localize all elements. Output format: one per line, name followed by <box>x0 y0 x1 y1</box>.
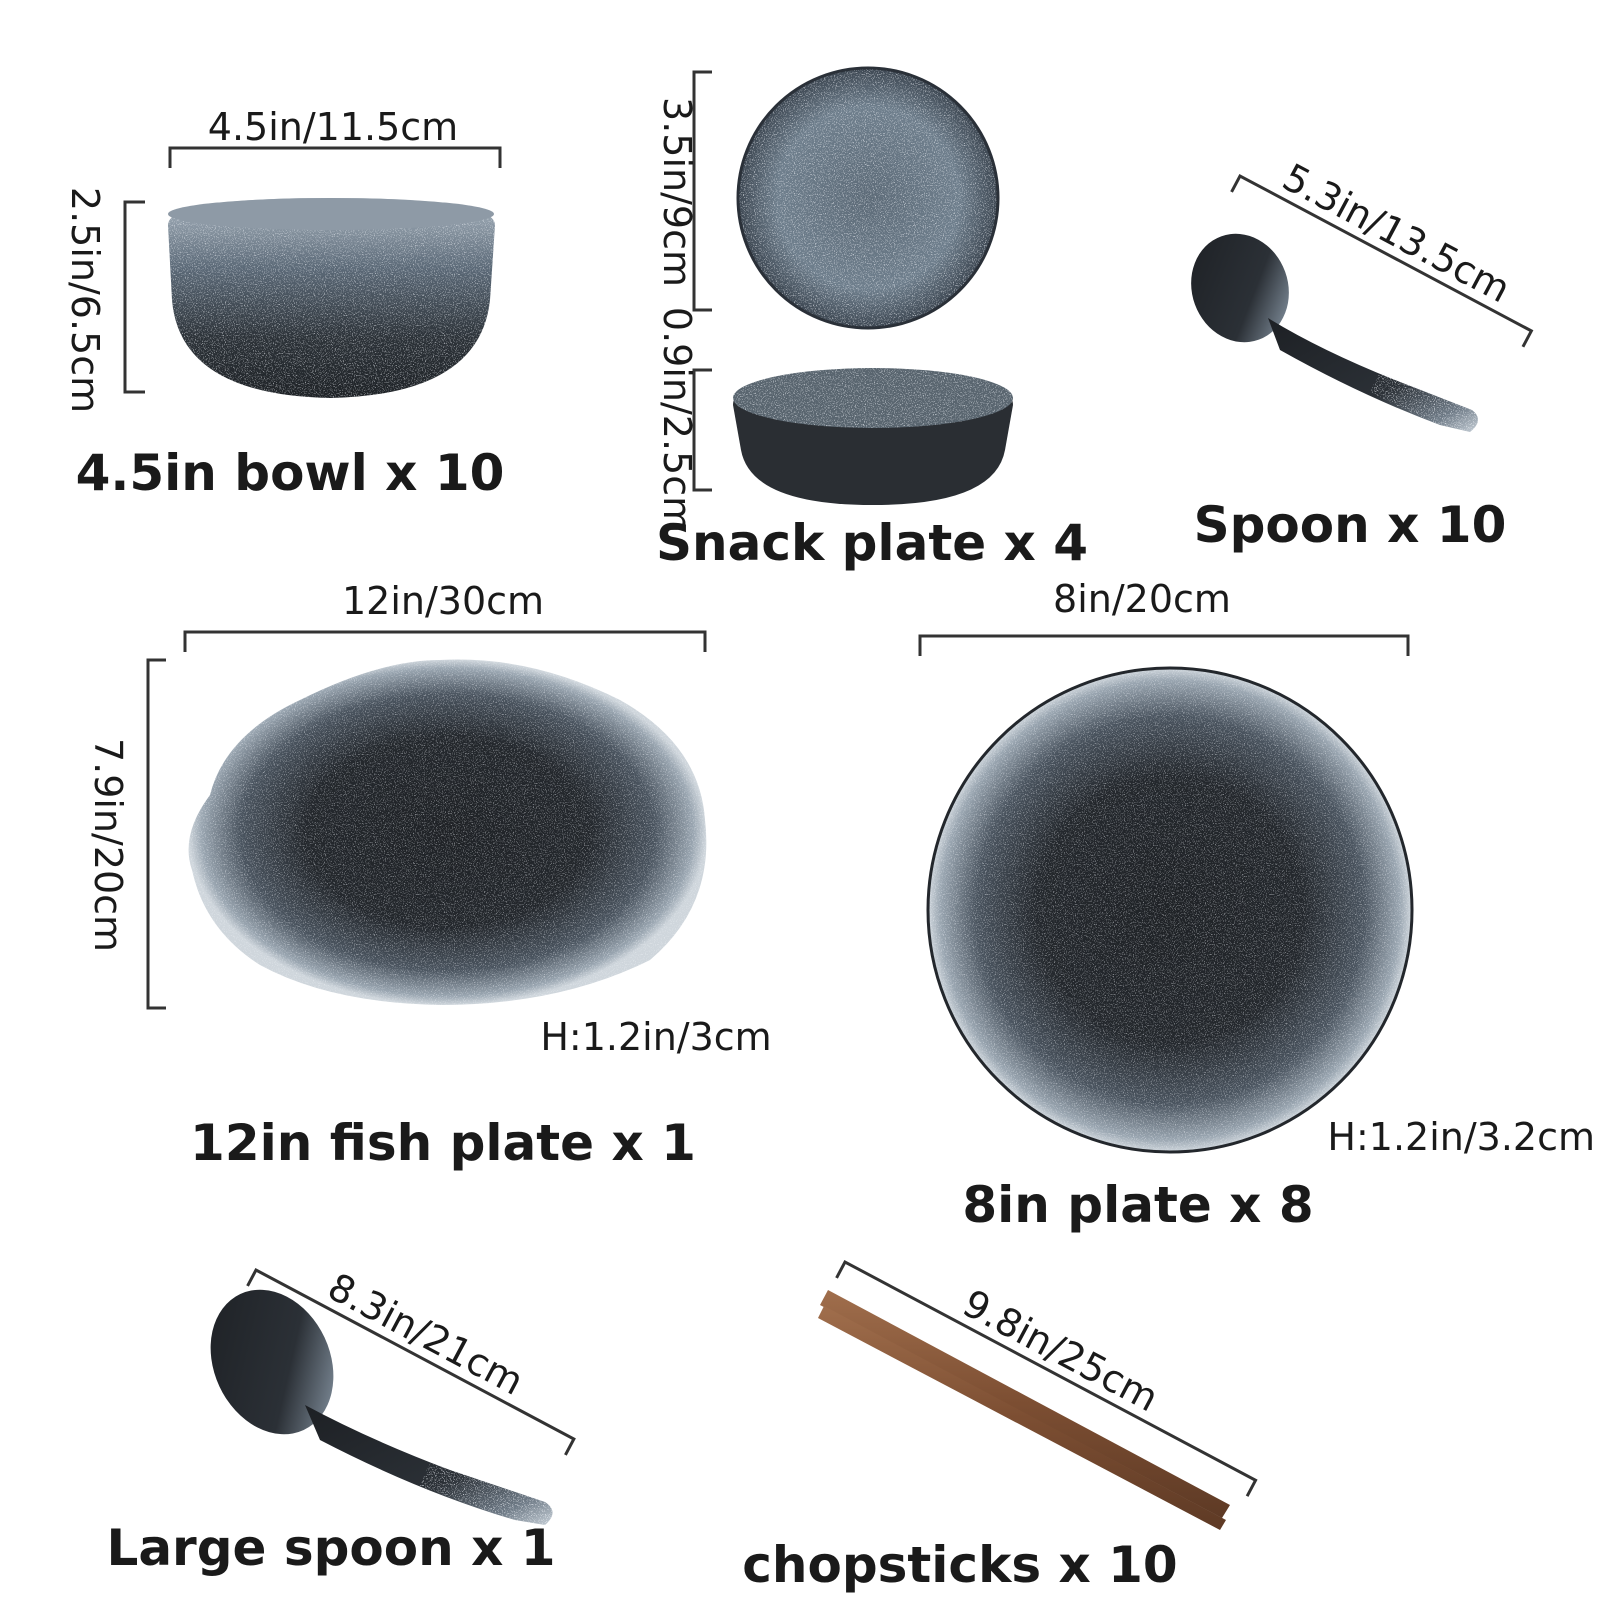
chopsticks-group: 9.8in/25cm chopsticks x 10 <box>742 1259 1258 1594</box>
fish-plate-width-bracket <box>183 630 707 652</box>
fish-plate-group: 12in/30cm 7.9in/20cm H:1.2in/3cm 12in fi… <box>86 579 772 1172</box>
snack-plate-diameter-bracket <box>692 70 712 312</box>
bowl-width-bracket <box>168 146 502 168</box>
spoon-length-bracket <box>1230 173 1534 348</box>
plate-diameter-bracket <box>918 634 1410 656</box>
snack-plate-height-bracket <box>692 368 712 492</box>
bowl-width-label: 4.5in/11.5cm <box>208 105 458 149</box>
bowl-group: 4.5in/11.5cm 2.5in/6.5cm 4.5in bowl x 10 <box>63 105 504 502</box>
spoon-image <box>1191 233 1479 432</box>
plate-height-label: H:1.2in/3.2cm <box>1327 1115 1595 1159</box>
bowl-label: 4.5in bowl x 10 <box>76 444 505 502</box>
chopsticks-label: chopsticks x 10 <box>742 1536 1177 1594</box>
spoon-label: Spoon x 10 <box>1194 496 1507 554</box>
chopsticks-length-bracket <box>835 1259 1258 1497</box>
large-spoon-group: 8.3in/21cm Large spoon x 1 <box>106 1265 576 1577</box>
snack-plate-diameter-label: 3.5in/9cm <box>655 97 699 287</box>
fish-plate-length-label: 7.9in/20cm <box>86 738 130 952</box>
fish-plate-height-label: H:1.2in/3cm <box>540 1015 771 1059</box>
spoon-group: 5.3in/13.5cm Spoon x 10 <box>1191 155 1534 554</box>
spoon-length-label: 5.3in/13.5cm <box>1276 155 1518 311</box>
snack-plate-height-label: 0.9in/2.5cm <box>655 307 699 533</box>
bowl-height-bracket <box>123 200 145 394</box>
snack-plate-group: 3.5in/9cm 0.9in/2.5cm Snack plate x 4 <box>655 66 1088 572</box>
chopsticks-image <box>818 1290 1230 1530</box>
snack-plate-label: Snack plate x 4 <box>656 514 1088 572</box>
bowl-image <box>168 198 495 398</box>
large-spoon-length-label: 8.3in/21cm <box>321 1265 531 1404</box>
snack-plate-side-image <box>733 368 1013 505</box>
large-spoon-image <box>210 1289 553 1525</box>
plate-group: 8in/20cm H:1.2in/3.2cm 8in plate x 8 <box>918 577 1595 1234</box>
fish-plate-label: 12in fish plate x 1 <box>190 1114 696 1172</box>
plate-label: 8in plate x 8 <box>962 1176 1313 1234</box>
fish-plate-width-label: 12in/30cm <box>342 579 544 623</box>
bowl-height-label: 2.5in/6.5cm <box>63 187 107 413</box>
fish-plate-image <box>188 659 707 1005</box>
large-spoon-label: Large spoon x 1 <box>106 1519 555 1577</box>
plate-diameter-label: 8in/20cm <box>1053 577 1231 621</box>
snack-plate-top-image <box>736 66 1000 330</box>
fish-plate-length-bracket <box>146 658 166 1010</box>
large-spoon-length-bracket <box>246 1267 576 1456</box>
plate-image <box>926 666 1414 1154</box>
